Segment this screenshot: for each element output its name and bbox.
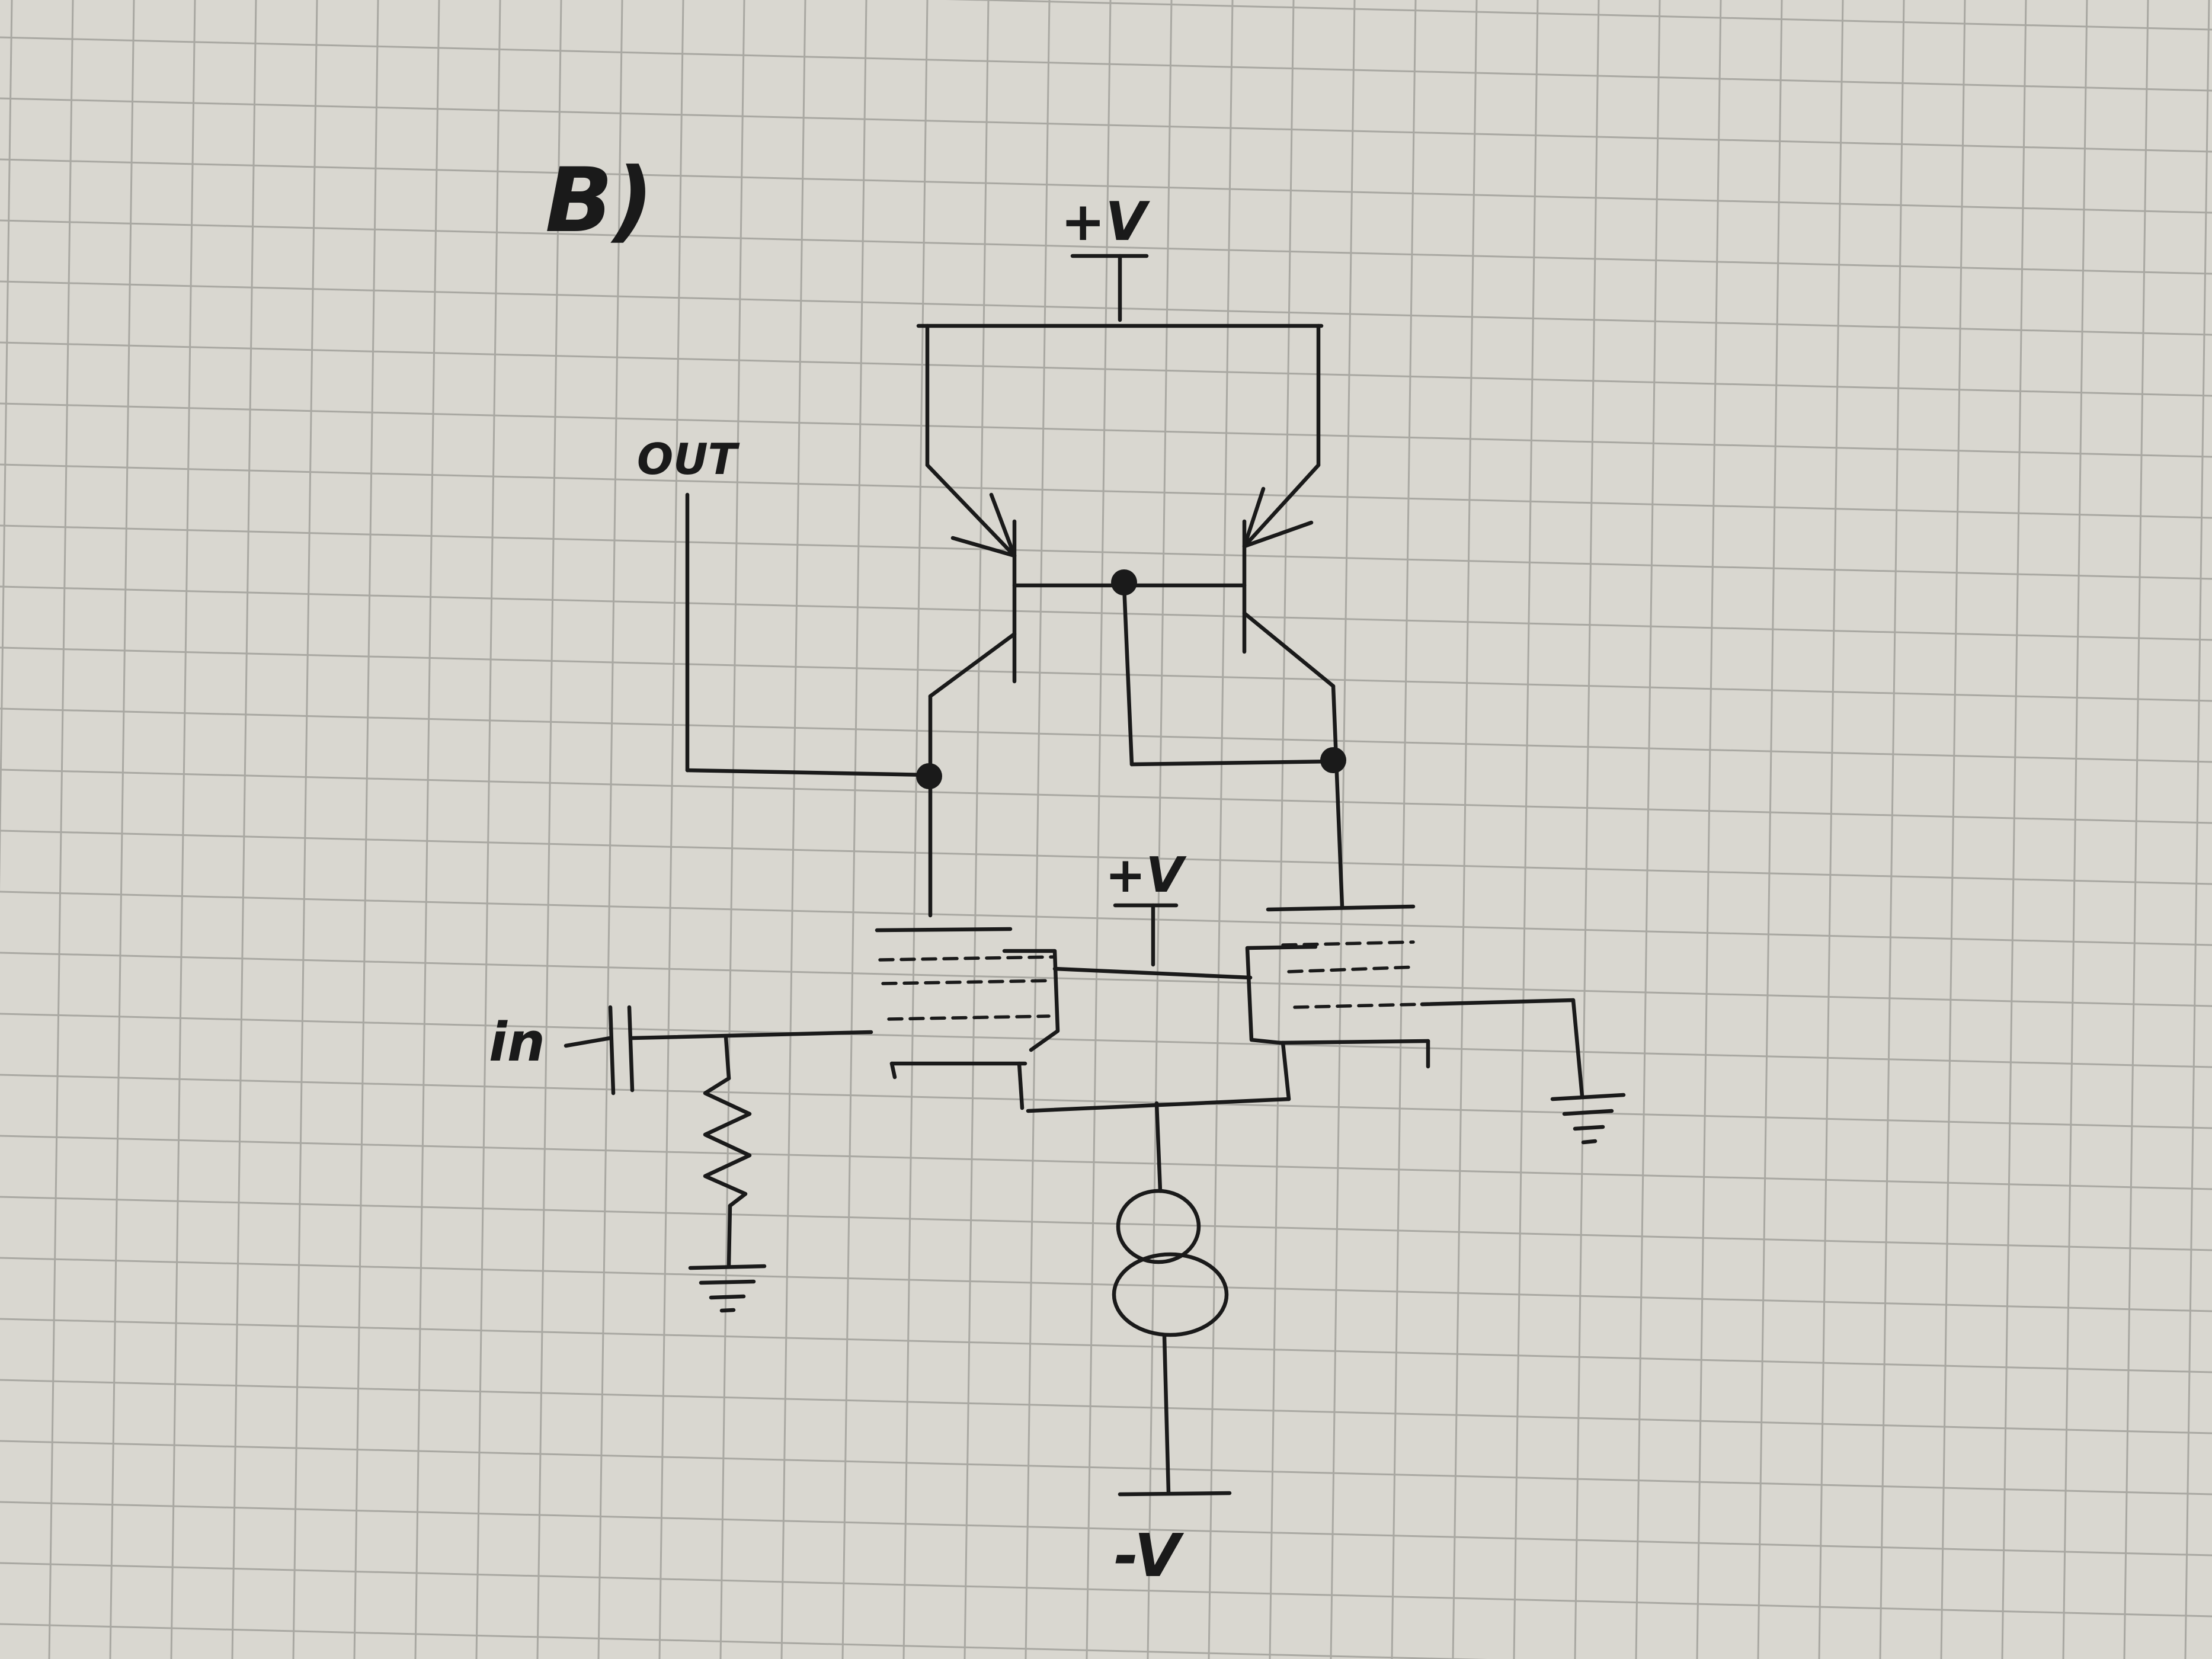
grid-line-horizontal <box>0 158 2212 214</box>
grid-line-vertical <box>1757 0 1783 1659</box>
grid-line-horizontal <box>0 402 2212 458</box>
grid-line-vertical <box>414 0 440 1659</box>
grid-line-horizontal <box>0 97 2212 153</box>
bottom-supply-label: -V <box>1114 1521 1184 1590</box>
grid-line-horizontal <box>0 1440 2212 1495</box>
grid-line-vertical <box>170 0 196 1659</box>
grid-line-vertical <box>597 0 623 1659</box>
grid-line-horizontal <box>0 524 2212 580</box>
grid-line-vertical <box>902 0 929 1659</box>
grid-line-horizontal <box>0 1196 2212 1251</box>
grid-line-horizontal <box>0 891 2212 946</box>
grid-line-vertical <box>963 0 990 1659</box>
grid-line-vertical <box>231 0 257 1659</box>
grid-line-horizontal <box>0 1013 2212 1068</box>
grid-line-horizontal <box>0 1318 2212 1373</box>
left-pnp-transistor <box>925 324 1017 918</box>
diode-junction-dot <box>1320 747 1346 773</box>
grid-line-vertical <box>1879 0 1905 1659</box>
mirror-base-connection <box>1012 569 1346 773</box>
right-pnp-transistor <box>1242 324 1345 909</box>
grid-line-horizontal <box>0 219 2212 275</box>
input-label: in <box>489 1011 545 1074</box>
grid-line-vertical <box>1940 0 1966 1659</box>
output-wire <box>685 492 942 789</box>
grid-line-horizontal <box>0 341 2212 397</box>
grid-line-vertical <box>1452 0 1478 1659</box>
grid-line-vertical <box>1818 0 1844 1659</box>
screen-grid-supply-label: +V <box>1105 847 1187 904</box>
grid-line-horizontal <box>0 1623 1487 1659</box>
grid-line-horizontal <box>0 36 2212 92</box>
grid-line-vertical <box>780 0 806 1659</box>
input-network <box>564 1005 873 1313</box>
right-grid-ground <box>1420 998 1626 1145</box>
grid-line-vertical <box>109 0 135 1659</box>
grid-line-vertical <box>2062 0 2088 1659</box>
grid-line-horizontal <box>0 1074 2212 1129</box>
grid-line-horizontal <box>0 646 2212 702</box>
grid-line-vertical <box>1635 0 1661 1659</box>
grid-line-vertical <box>2184 0 2210 1659</box>
grid-line-horizontal <box>0 707 2212 763</box>
screen-grid-supply <box>1052 903 1253 980</box>
right-pentode-tube <box>1245 904 1430 1069</box>
grid-line-horizontal <box>0 1257 2212 1312</box>
left-pentode-tube <box>875 927 1060 1080</box>
grid-line-vertical <box>1147 0 1173 1659</box>
grid-line-vertical <box>2123 0 2149 1659</box>
grid-line-vertical <box>292 0 318 1659</box>
grid-line-vertical <box>536 0 562 1659</box>
grid-line-horizontal <box>0 1135 2212 1190</box>
grid-line-vertical <box>658 0 684 1659</box>
base-junction-dot <box>1111 569 1137 595</box>
grid-line-vertical <box>1025 0 1051 1659</box>
grid-line-horizontal <box>0 280 2212 336</box>
grid-line-horizontal <box>0 1379 2212 1434</box>
top-supply-label: +V <box>1061 191 1150 253</box>
grid-line-vertical <box>353 0 379 1659</box>
output-junction-dot <box>916 763 942 789</box>
grid-line-vertical <box>48 0 74 1659</box>
grid-line-horizontal <box>0 830 2212 885</box>
grid-line-vertical <box>1086 0 1112 1659</box>
grid-line-vertical <box>1696 0 1722 1659</box>
grid-line-horizontal <box>946 0 2212 31</box>
grid-line-horizontal <box>0 463 2212 519</box>
top-supply-rail <box>916 254 1324 328</box>
grid-line-vertical <box>2001 0 2027 1659</box>
grid-line-vertical <box>841 0 867 1659</box>
grid-line-vertical <box>1391 0 1417 1659</box>
cathode-tail <box>1017 1040 1291 1193</box>
grid-line-vertical <box>719 0 745 1659</box>
grid-line-vertical <box>0 0 13 892</box>
grid-line-vertical <box>1574 0 1600 1659</box>
grid-line-horizontal <box>0 768 2212 824</box>
grid-line-horizontal <box>0 585 2212 641</box>
grid-line-vertical <box>1330 0 1356 1659</box>
grid-line-vertical <box>475 0 501 1659</box>
grid-line-vertical <box>1269 0 1295 1659</box>
current-source <box>1112 1189 1232 1497</box>
section-label: B) <box>545 149 654 252</box>
grid-line-vertical <box>1208 0 1234 1659</box>
grid-line-horizontal <box>0 1562 2212 1618</box>
grid-line-vertical <box>1513 0 1539 1659</box>
grid-line-horizontal <box>0 952 2212 1007</box>
output-label: OUT <box>637 434 740 484</box>
grid-line-horizontal <box>0 1501 2212 1556</box>
